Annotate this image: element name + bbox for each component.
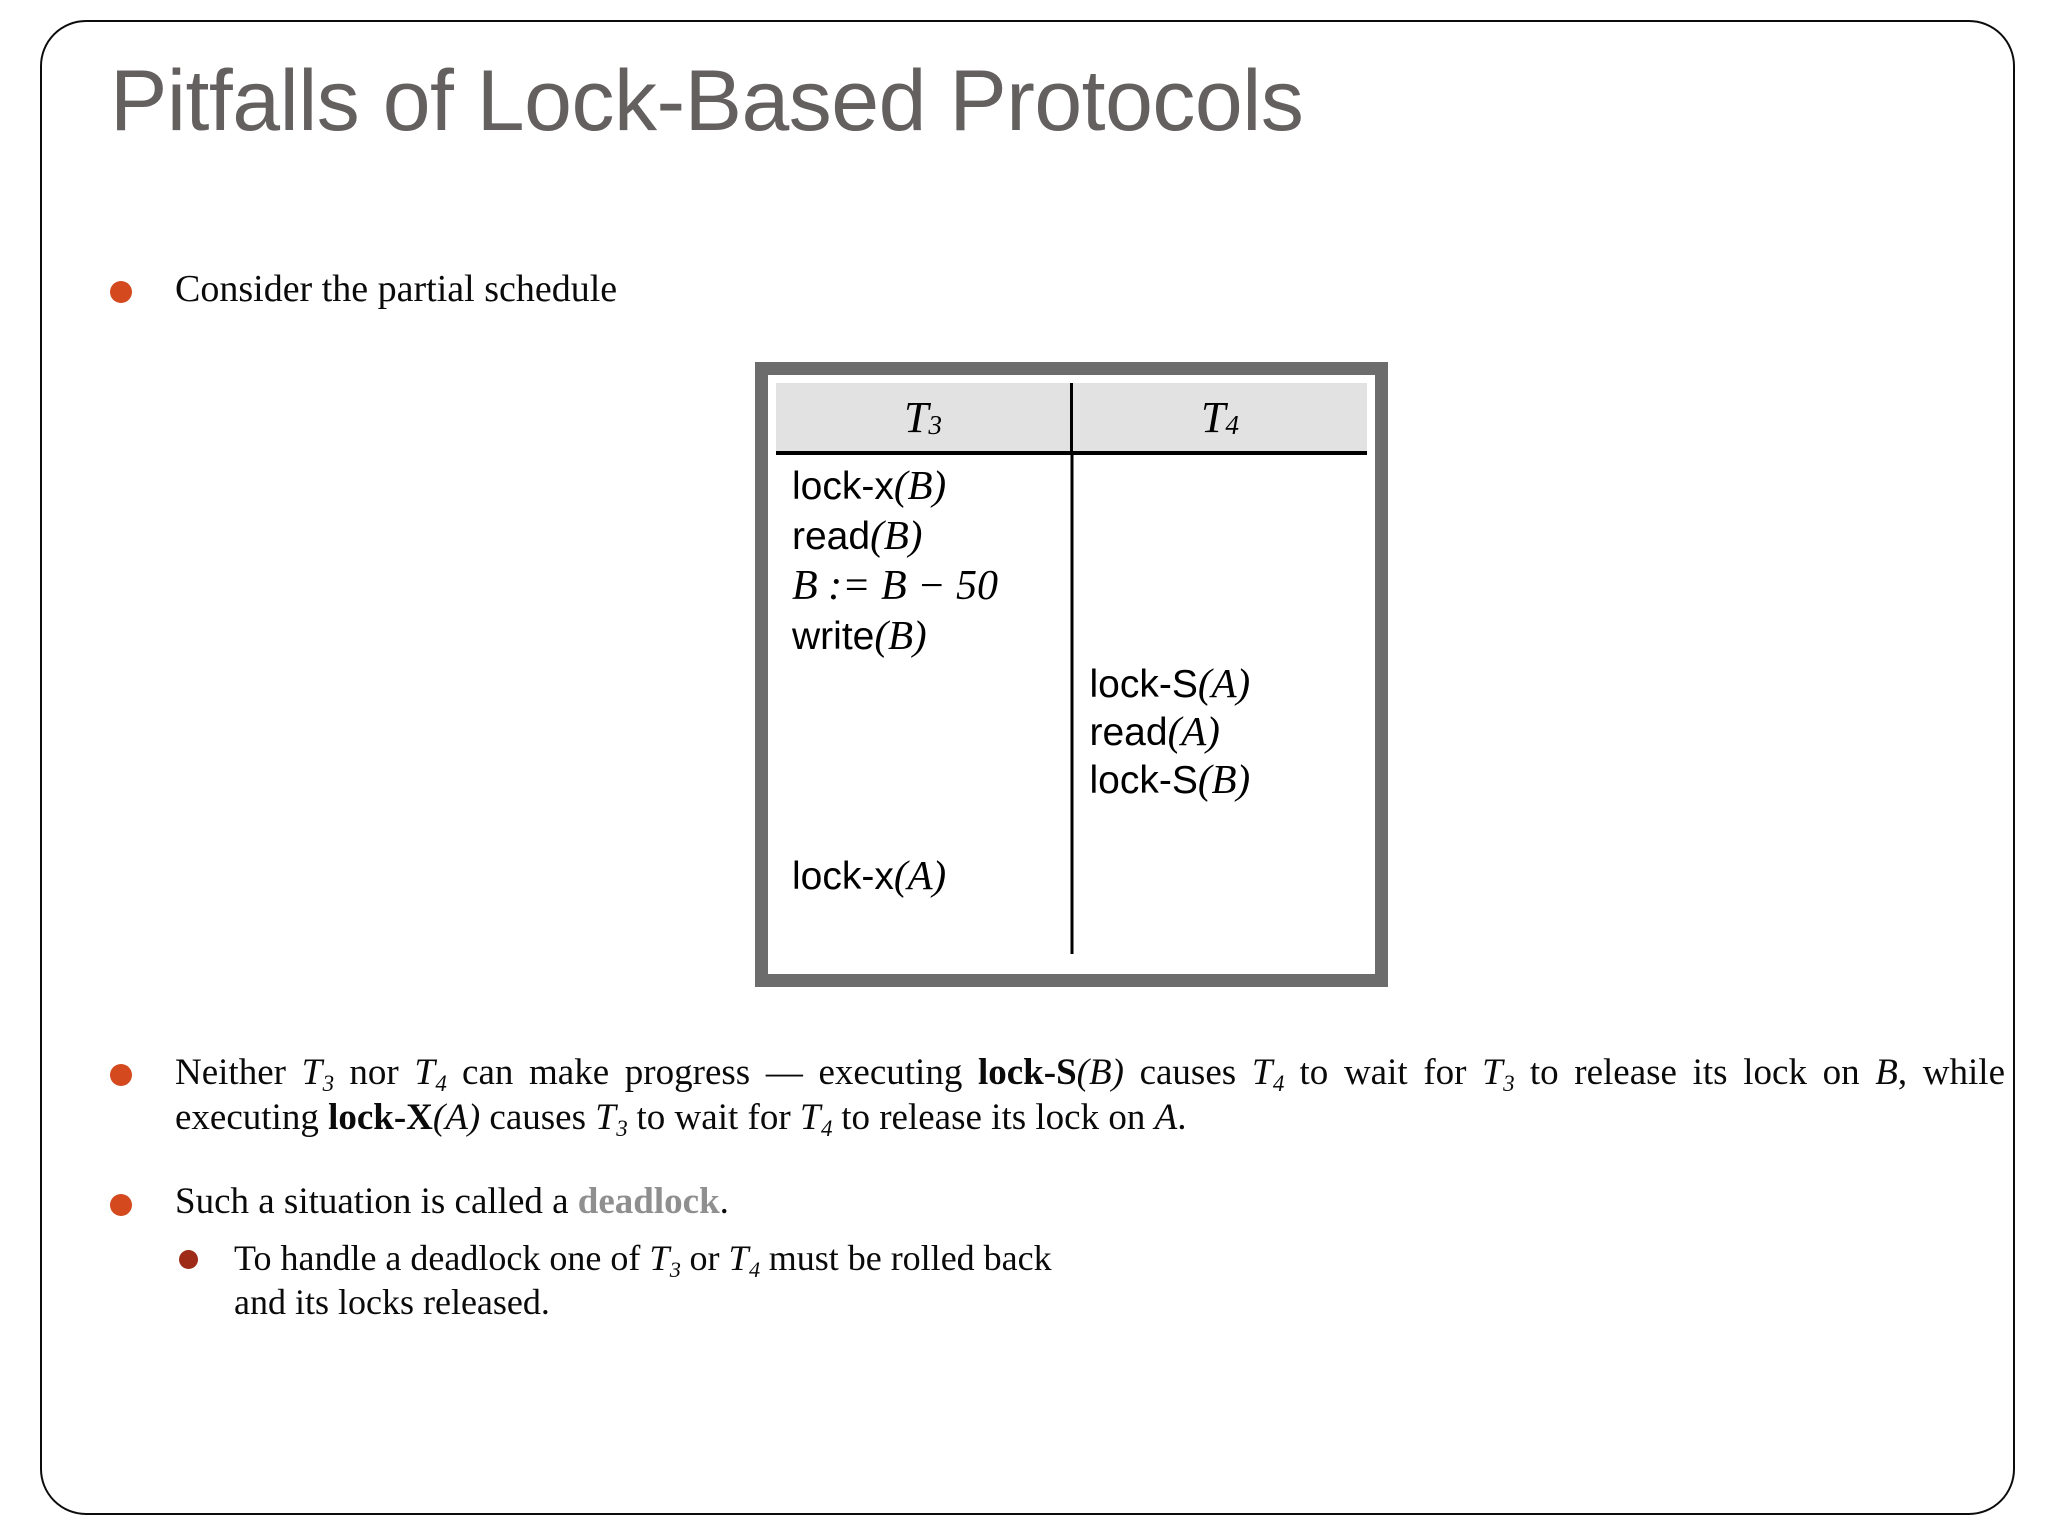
slide-canvas: Pitfalls of Lock-Based Protocols Conside… [40,20,2015,1515]
neither-part-5: to wait for [1283,1052,1483,1093]
neither-t4-b-name: T [1251,1052,1273,1093]
such-part-1: Such a situation is called a [175,1181,578,1222]
bullet-neither-progress: Neither T3 nor T4 can make progress — ex… [110,1050,2005,1142]
neither-t3-b: T3 [1482,1052,1515,1097]
neither-t3-c-sub: 3 [616,1116,628,1142]
t4-op-1-name: read [1089,711,1168,754]
neither-part-1: Neither [175,1052,302,1093]
neither-lock-x-arg: (A) [432,1097,481,1139]
sub-bullet-handle-deadlock: To handle a deadlock one of T3 or T4 mus… [179,1237,2004,1325]
t3-op-4-name: lock-x [792,855,894,898]
t3-op-0-arg: (B) [893,462,947,508]
such-part-2: . [719,1181,729,1222]
handle-t4-name: T [728,1238,749,1278]
t3-op-lock-x-b: lock-x(B) [792,462,947,508]
t3-op-write-b: write(B) [792,612,927,658]
neither-t4-c: T4 [799,1097,833,1142]
bullet-neither-text: Neither T3 nor T4 can make progress — ex… [175,1050,2005,1142]
sub-bullet-dot-icon [179,1250,198,1269]
schedule-column-t4: lock-S(A) read(A) lock-S(B) [1072,455,1368,966]
handle-t3: T3 [649,1238,681,1282]
column-header-t3-name: T [903,392,929,442]
t3-op-assign-expr: B := B − 50 [792,563,998,609]
t4-op-2-arg: (B) [1197,756,1251,802]
neither-var-a: A [1154,1097,1178,1139]
handle-part-1: To handle a deadlock one of [234,1238,650,1278]
neither-t3-a-name: T [301,1052,323,1093]
t3-op-0-name: lock-x [792,465,894,508]
neither-part-3: can make progress — executing [446,1052,978,1093]
neither-t3-c: T3 [595,1097,628,1142]
neither-t3-b-name: T [1482,1052,1503,1093]
t3-op-1-arg: (B) [870,512,923,558]
neither-t4-c-name: T [799,1097,821,1139]
neither-lock-s-arg: (B) [1076,1052,1124,1093]
neither-lock-s-keyword: lock-S [977,1052,1077,1093]
handle-part-3: must be rolled back [759,1238,1052,1278]
neither-t3-a-sub: 3 [322,1071,335,1097]
neither-var-b: B [1875,1052,1898,1093]
neither-lock-x-keyword: lock-X [328,1097,433,1139]
neither-part-10: to release its lock on [831,1097,1155,1139]
t3-op-4-arg: (A) [893,852,947,898]
t4-op-2-name: lock-S [1089,759,1198,802]
neither-t4-a-name: T [414,1052,435,1093]
bullet-dot-icon [110,281,132,303]
t3-op-3-name: write [792,615,875,658]
handle-part-2: or [680,1238,729,1278]
neither-part-9: to wait for [627,1097,800,1139]
handle-t4-sub: 4 [748,1257,761,1283]
t4-op-1-arg: (A) [1167,708,1220,754]
column-divider [1070,455,1073,954]
bullet-dot-icon [110,1064,132,1086]
neither-t4-c-sub: 4 [820,1116,833,1142]
neither-t3-b-sub: 3 [1503,1071,1515,1097]
handle-t3-sub: 3 [669,1257,681,1283]
neither-t4-a-sub: 4 [435,1071,447,1097]
t3-op-read-b: read(B) [792,512,923,558]
handle-line-2: and its locks released. [234,1281,550,1322]
bullet-consider: Consider the partial schedule [110,267,617,312]
schedule-body: lock-x(B) read(B) B := B − 50 write(B) l… [776,455,1367,966]
bullet-consider-label: Consider the partial schedule [175,268,618,310]
neither-t4-b-sub: 4 [1272,1071,1285,1097]
t4-op-lock-s-a: lock-S(A) [1089,660,1251,706]
bullet-dot-icon [110,1194,132,1216]
t3-op-1-name: read [792,515,871,558]
bullet-such-situation: Such a situation is called a deadlock. [110,1180,729,1224]
neither-t4-b: T4 [1251,1052,1285,1097]
neither-t3-a: T3 [301,1052,335,1097]
t4-op-0-arg: (A) [1197,660,1251,706]
t3-op-3-arg: (B) [874,612,927,658]
page-title: Pitfalls of Lock-Based Protocols [110,53,1304,149]
column-header-t3-subscript: 3 [928,409,943,440]
neither-part-6: to release its lock on [1514,1052,1876,1093]
neither-t4-a: T4 [414,1052,447,1097]
column-header-t4-name: T [1200,392,1226,442]
sub-bullet-handle-text: To handle a deadlock one of T3 or T4 mus… [234,1237,2004,1325]
handle-t4: T4 [728,1238,761,1282]
t3-op-lock-x-a: lock-x(A) [792,852,947,898]
neither-part-4: causes [1123,1052,1252,1093]
t4-op-lock-s-b: lock-S(B) [1089,756,1251,802]
deadlock-keyword: deadlock [577,1181,720,1222]
neither-t3-c-name: T [595,1097,616,1139]
t4-op-read-a: read(A) [1089,708,1220,754]
schedule-column-t3: lock-x(B) read(B) B := B − 50 write(B) l… [776,455,1072,966]
column-header-t4-subscript: 4 [1225,409,1240,440]
t4-op-0-name: lock-S [1089,663,1198,706]
neither-part-7: , while executing [175,1052,2005,1139]
neither-part-2: nor [333,1052,415,1093]
neither-part-11: . [1177,1097,1187,1139]
handle-t3-name: T [649,1238,670,1278]
bullet-such-text: Such a situation is called a deadlock. [175,1180,729,1224]
neither-part-8: causes [480,1097,596,1139]
